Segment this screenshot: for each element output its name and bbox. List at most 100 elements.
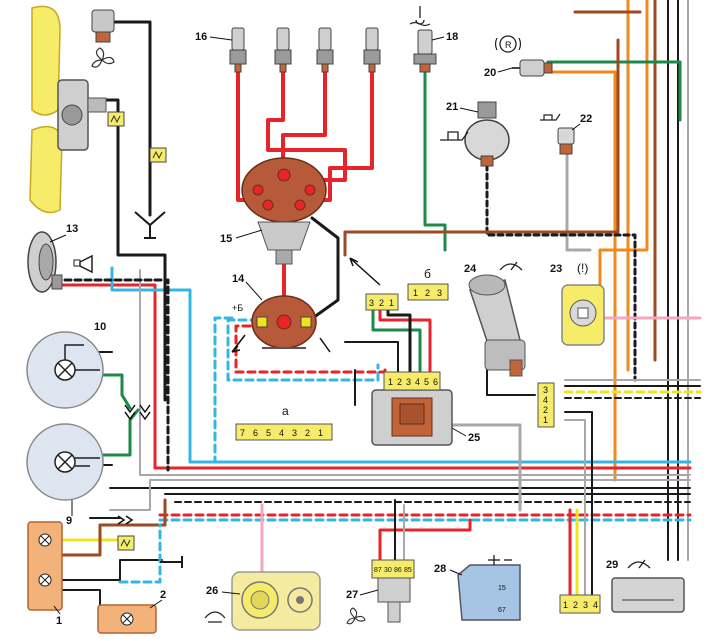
wire-orange-20: [546, 70, 617, 482]
wiper-motor-29: [559, 577, 685, 614]
side-lamp-2: [97, 604, 157, 634]
distributor: [241, 157, 327, 265]
wire-grey-25: [443, 423, 522, 512]
fan-thermo-switch: [91, 9, 115, 43]
label-26: 26: [206, 585, 218, 597]
oil-can-icon: [440, 131, 469, 141]
wiper-icon: [499, 261, 523, 271]
label-16: 16: [195, 31, 207, 43]
washer-pump: [231, 571, 321, 631]
label-1: 1: [56, 615, 62, 627]
label-24: 24: [464, 263, 477, 275]
connector-23: [561, 284, 605, 346]
pin-stalk-1: 1: [543, 415, 548, 425]
fan-relay: [371, 559, 415, 623]
wire-blue-coil-2: [213, 316, 234, 464]
label-21: 21: [446, 101, 458, 113]
fan-icon-relay: [346, 607, 366, 625]
pin-b-1: 1: [413, 288, 418, 298]
oil-pressure-sensor: [464, 101, 510, 167]
wiper-icon-29: [627, 559, 651, 569]
fan-blade-bottom: [29, 125, 63, 214]
washer-icon: [204, 611, 226, 623]
connector-block-1: [107, 111, 125, 127]
wire-grey-22: [565, 153, 592, 252]
ignition-commutator: [371, 371, 453, 446]
pin-a-6: 6: [253, 428, 258, 438]
wire-red-switch: [378, 303, 432, 374]
spark-plug-1: [229, 27, 247, 73]
label-14: 14: [232, 273, 245, 285]
wire-blue-main: [110, 266, 692, 464]
wire-black-21: [485, 163, 637, 382]
leader-18: [431, 36, 445, 41]
arrow-to-coil-right: [319, 337, 331, 353]
wire-black-dashed-left: [53, 278, 170, 472]
wire-black-ground-25: [344, 341, 399, 373]
wire-green-switch: [371, 303, 422, 374]
pin-28-67: 67: [498, 607, 506, 614]
stalk-switch-block: [537, 382, 555, 428]
pin-a-7: 7: [240, 428, 245, 438]
pin-25-2: 2: [397, 377, 402, 387]
connector-block-3: [117, 535, 135, 551]
pin-29-4: 4: [593, 600, 598, 610]
leader-14: [245, 281, 263, 301]
coolant-temp-sensor: [413, 29, 437, 73]
label-9: 9: [66, 515, 72, 527]
pin-a-4: 4: [279, 428, 284, 438]
pin-a-3: 3: [292, 428, 297, 438]
leader-2: [149, 599, 163, 609]
spark-plug-3: [316, 27, 334, 73]
leader-16: [209, 36, 233, 41]
pin-25-6: 6: [433, 377, 438, 387]
fan-icon: [91, 47, 115, 68]
label-15: 15: [220, 233, 232, 245]
leader-13: [49, 234, 67, 243]
wire-green-9: [98, 408, 140, 457]
label-13: 13: [66, 223, 78, 235]
pin-25-4: 4: [415, 377, 420, 387]
wire-black-stalk: [564, 411, 593, 599]
ground-symbol-2: [160, 556, 183, 568]
pin-27-87: 87: [374, 567, 382, 574]
arrow-to-switch: [349, 257, 381, 286]
wire-brown-1: [58, 498, 167, 557]
label-29: 29: [606, 559, 618, 571]
wire-black-24: [486, 369, 536, 396]
headlamp-connector-symbols: [117, 404, 151, 525]
wire-green-20: [546, 60, 682, 122]
pin-25-1: 1: [388, 377, 393, 387]
leader-25: [451, 427, 467, 437]
pin-a-1: 1: [318, 428, 323, 438]
fan-blade-top: [31, 5, 61, 116]
leader-15: [235, 229, 263, 239]
pin-a-5: 5: [266, 428, 271, 438]
wire-red-main: [53, 283, 692, 470]
leader-20: [497, 67, 513, 73]
oil-lamp-icon: [540, 113, 561, 121]
pin-29-1: 1: [563, 600, 568, 610]
headlamp-10: [26, 331, 104, 409]
caption-b: б: [424, 267, 431, 281]
pin-29-3: 3: [583, 600, 588, 610]
pin-27-86: 86: [394, 567, 402, 574]
r-lamp-letter: R: [505, 40, 512, 50]
label-27: 27: [346, 589, 358, 601]
label-28: 28: [434, 563, 446, 575]
parking-lamp-1: [27, 521, 63, 611]
label-20: 20: [484, 67, 496, 79]
pin-a-2: 2: [305, 428, 310, 438]
ground-symbol-1: [134, 211, 166, 239]
label-2: 2: [160, 589, 166, 601]
ignition-coil: [251, 295, 317, 349]
thermometer-icon: [409, 6, 431, 27]
wire-brown-main: [343, 38, 620, 257]
pin-stalk-4: 4: [543, 395, 548, 405]
spark-plug-4: [363, 27, 381, 73]
label-plus-b: +Б: [232, 303, 243, 313]
wire-black-fan-2: [98, 98, 167, 402]
wire-red-plug-2: [266, 68, 347, 182]
label-10: 10: [94, 321, 106, 333]
wire-blue-coil: [226, 318, 380, 382]
